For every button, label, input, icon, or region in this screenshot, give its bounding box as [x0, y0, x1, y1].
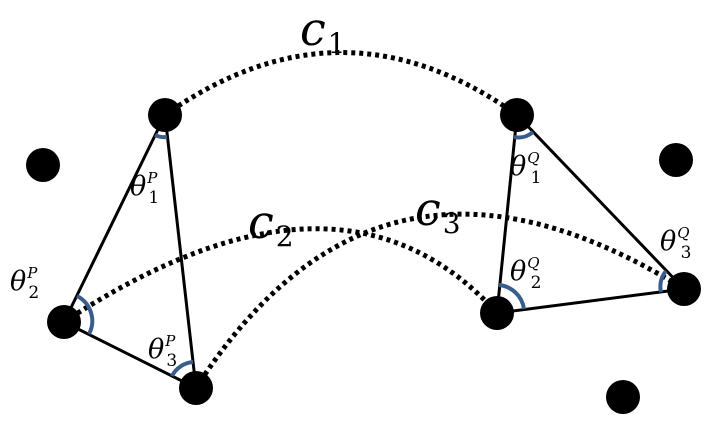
outlier-point: [26, 148, 60, 182]
vertex-p3: [179, 371, 213, 405]
angle-arc-theta1-q: [513, 130, 535, 140]
triangle-q-edge-12: [495, 113, 519, 315]
angle-arc-theta3-q: [658, 269, 668, 293]
triangle-p-edge-12: [62, 113, 167, 324]
angle-arc-theta1-p: [154, 133, 168, 140]
outlier-point: [606, 380, 640, 414]
angle-arc-theta2-q: [498, 283, 526, 310]
outlier-point: [659, 143, 693, 177]
angle-arc-theta2-p: [76, 294, 95, 335]
triangle-q: [495, 113, 686, 315]
triangle-q-edge-13: [515, 113, 686, 291]
vertex-p2: [47, 305, 81, 339]
vertex-q3: [667, 272, 701, 306]
triangle-p-edge-13: [163, 113, 198, 390]
triangle-q-edge-23: [495, 287, 686, 315]
curve-c1-path: [163, 50, 519, 118]
triangle-p: [62, 113, 198, 390]
curve-c2-path: [62, 226, 499, 325]
vertex-q2: [480, 296, 514, 330]
curve-label-c2: c2: [248, 195, 294, 253]
curve-label-c1: c1: [300, 2, 346, 60]
vertex-q1: [500, 98, 534, 132]
curve-c3-path: [193, 211, 686, 390]
vertex-p1: [148, 98, 182, 132]
angle-arc-theta3-p: [170, 360, 194, 378]
curve-label-c3: c3: [415, 182, 461, 240]
triangle-p-edge-23: [62, 320, 198, 390]
points: [26, 98, 701, 414]
